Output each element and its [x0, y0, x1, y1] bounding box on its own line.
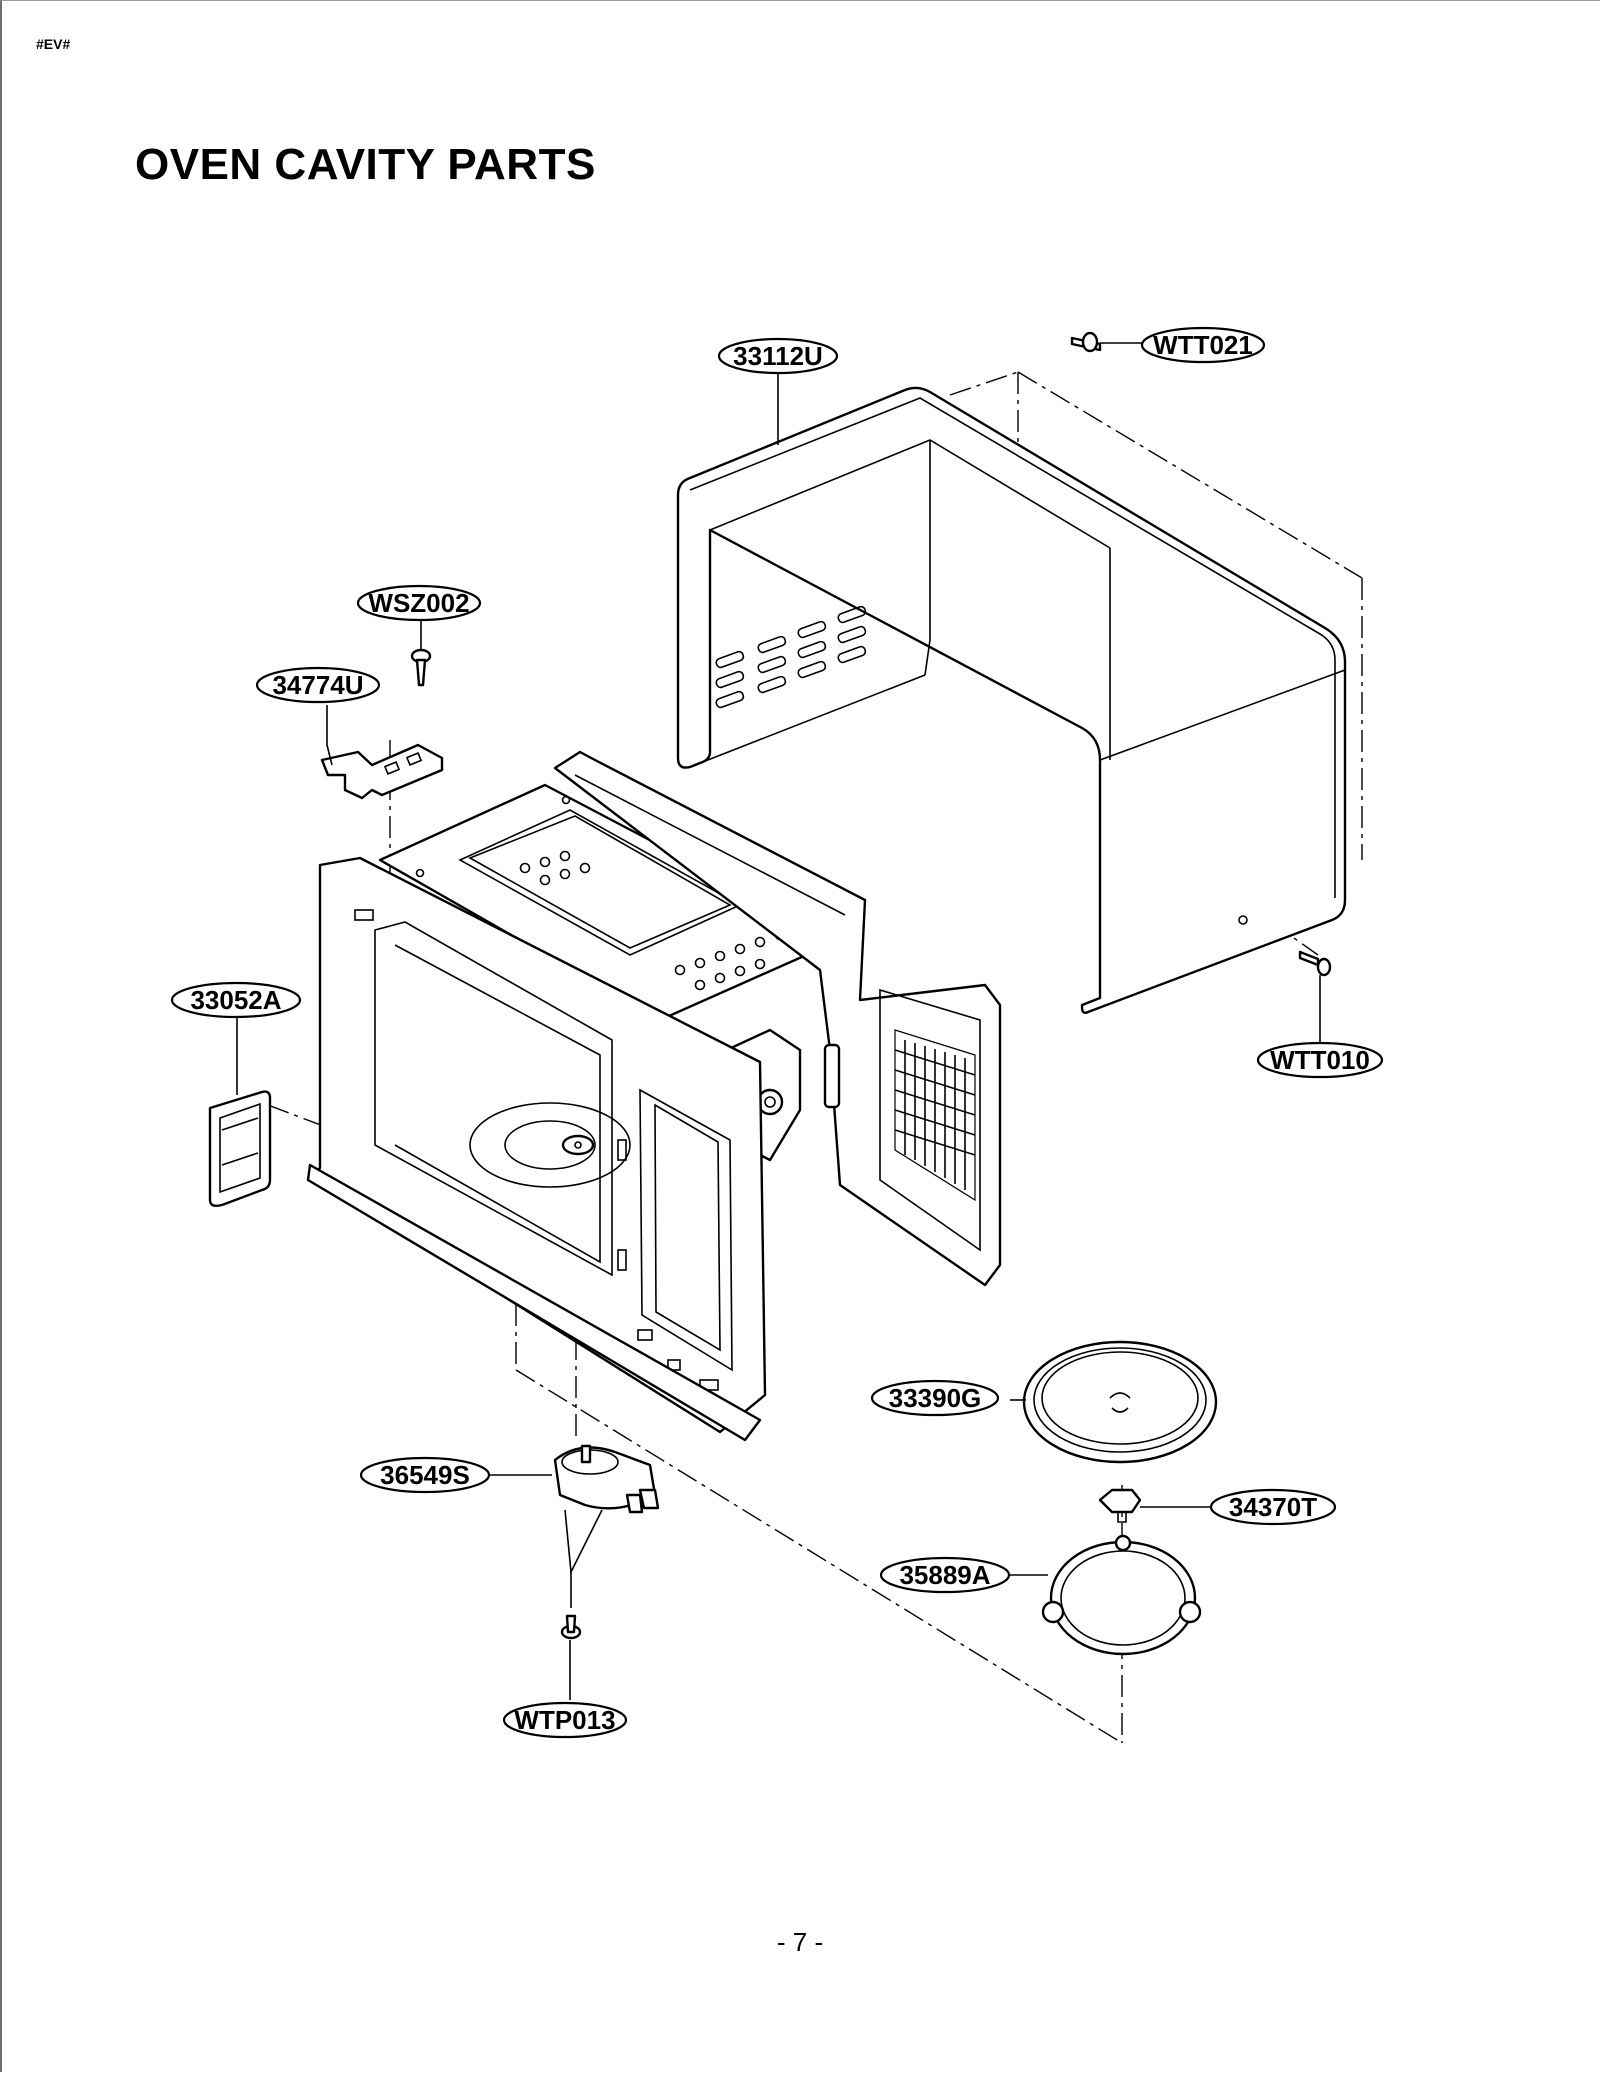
- callout-label: 33390G: [889, 1383, 982, 1413]
- callout-label: 36549S: [380, 1460, 470, 1490]
- waveguide-cover: [208, 1090, 272, 1208]
- screw-wtt021: [1070, 331, 1102, 353]
- top-holes: [519, 850, 786, 991]
- callout-label: WTT021: [1153, 330, 1253, 360]
- callout-label: WSZ002: [368, 588, 469, 618]
- side-grill: [894, 1029, 976, 1202]
- coupler: [1098, 1488, 1142, 1523]
- turntable-motor: [553, 1444, 660, 1514]
- page-title: OVEN CAVITY PARTS: [135, 140, 596, 189]
- screw-wtp013: [560, 1614, 582, 1640]
- callout-WTT021: WTT021: [1140, 326, 1266, 364]
- outer-case: [676, 386, 1347, 1015]
- screw-wtt010: [1298, 950, 1332, 977]
- callout-33390G: 33390G: [870, 1379, 1000, 1417]
- callout-WTP013: WTP013: [502, 1701, 628, 1739]
- callout-WSZ002: WSZ002: [356, 584, 482, 622]
- callout-34774U: 34774U: [255, 666, 381, 704]
- glass-tray: [1022, 1340, 1218, 1464]
- callout-label: 34370T: [1229, 1492, 1317, 1522]
- bracket: [320, 743, 444, 800]
- header-code: #EV#: [36, 36, 71, 52]
- case-vents: [715, 605, 867, 709]
- callout-label: WTT010: [1270, 1045, 1370, 1075]
- callout-34370T: 34370T: [1209, 1488, 1337, 1526]
- roller-ring: [1041, 1534, 1202, 1656]
- callout-label: WTP013: [514, 1705, 615, 1735]
- callout-33052A: 33052A: [170, 981, 302, 1019]
- callout-WTT010: WTT010: [1256, 1041, 1384, 1079]
- page-number: - 7 -: [776, 1927, 824, 1957]
- callout-label: 33052A: [190, 985, 281, 1015]
- callout-36549S: 36549S: [359, 1456, 491, 1494]
- callout-label: 34774U: [272, 670, 363, 700]
- screw-wsz002: [410, 648, 432, 687]
- callout-label: 33112U: [733, 341, 823, 371]
- oven-cavity: [306, 750, 1002, 1442]
- callout-35889A: 35889A: [879, 1556, 1011, 1594]
- callout-label: 35889A: [899, 1560, 990, 1590]
- leader-lines: [236, 342, 1321, 1700]
- callout-33112U: 33112U: [717, 337, 839, 375]
